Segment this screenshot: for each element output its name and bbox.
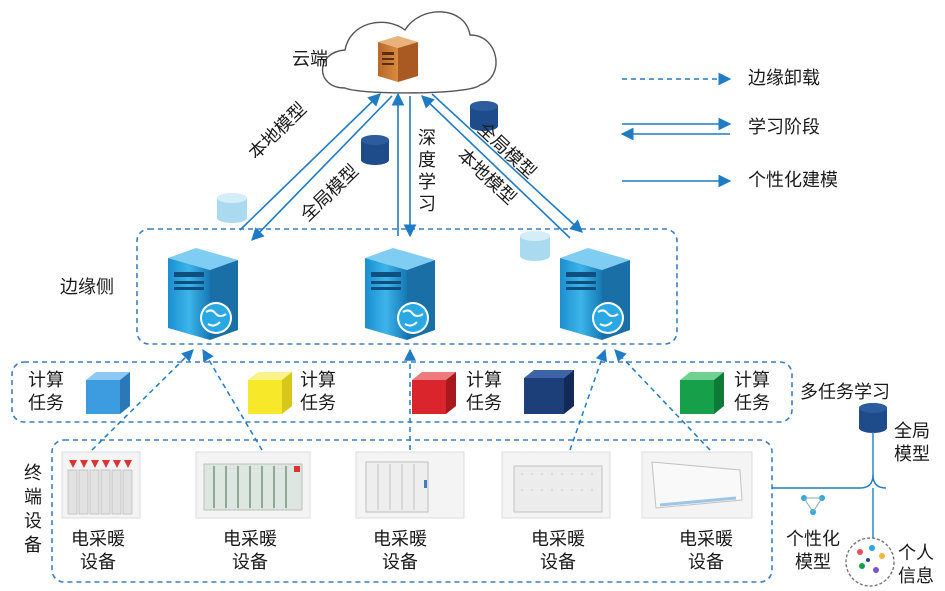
terminal-label: 终端设备 (24, 463, 42, 556)
edge-box (136, 228, 678, 345)
arrow-global-model-left (251, 95, 393, 241)
database-dark-icon (859, 403, 887, 433)
device-label-3: 电采暖设备 (373, 529, 427, 573)
terminal-box (51, 439, 773, 583)
right-panel-connectors (772, 432, 887, 540)
cube-blue-icon (86, 372, 130, 414)
global-model-label: 全局模型 (894, 421, 930, 465)
heater-device-icon-5 (641, 451, 753, 519)
device-label-5: 电采暖设备 (679, 529, 733, 573)
database-dark-icon (361, 135, 389, 165)
personal-info-label: 个人信息 (898, 543, 934, 587)
database-light-icon (520, 231, 550, 261)
legend-learning-label: 学习阶段 (748, 117, 820, 138)
task-label-3: 计算任务 (466, 370, 502, 414)
arrow-global-model-right (431, 93, 583, 233)
edge-offload-arrows (91, 348, 711, 451)
heater-device-icon-3 (355, 451, 465, 519)
heater-device-icon-4 (501, 451, 611, 519)
device-label-1: 电采暖设备 (71, 529, 125, 573)
legend-offload-label: 边缘卸载 (748, 68, 820, 89)
task-box (11, 361, 793, 423)
cube-green-icon (680, 372, 724, 414)
cube-yellow-icon (248, 372, 292, 414)
arrow-local-model-right (421, 95, 571, 239)
heater-device-icon-1 (61, 451, 141, 519)
database-light-icon (217, 193, 247, 223)
personal-info-icon (845, 537, 895, 587)
device-label-4: 电采暖设备 (531, 529, 585, 573)
personalized-model-icon (801, 495, 825, 515)
task-label-1: 计算任务 (28, 370, 64, 414)
device-label-2: 电采暖设备 (223, 529, 277, 573)
cube-navy-icon (524, 370, 574, 414)
personalized-model-label: 个性化模型 (786, 529, 840, 573)
cube-red-icon (412, 372, 456, 414)
edge-server-icon-1 (167, 247, 239, 341)
heater-device-icon-2 (195, 451, 311, 519)
edge-server-icon-2 (364, 247, 436, 341)
task-label-2: 计算任务 (300, 370, 336, 414)
task-label-4: 计算任务 (734, 370, 770, 414)
cloud-label: 云端 (292, 49, 328, 70)
edge-server-icon-3 (559, 247, 631, 341)
arrow-label-deep-learning: 深度学习 (418, 128, 436, 215)
cloud-server-icon (378, 36, 418, 82)
multitask-label: 多任务学习 (800, 382, 890, 403)
arrow-local-model-left (239, 93, 381, 231)
legend-personal-label: 个性化建模 (748, 170, 838, 191)
edge-label: 边缘侧 (60, 277, 114, 298)
